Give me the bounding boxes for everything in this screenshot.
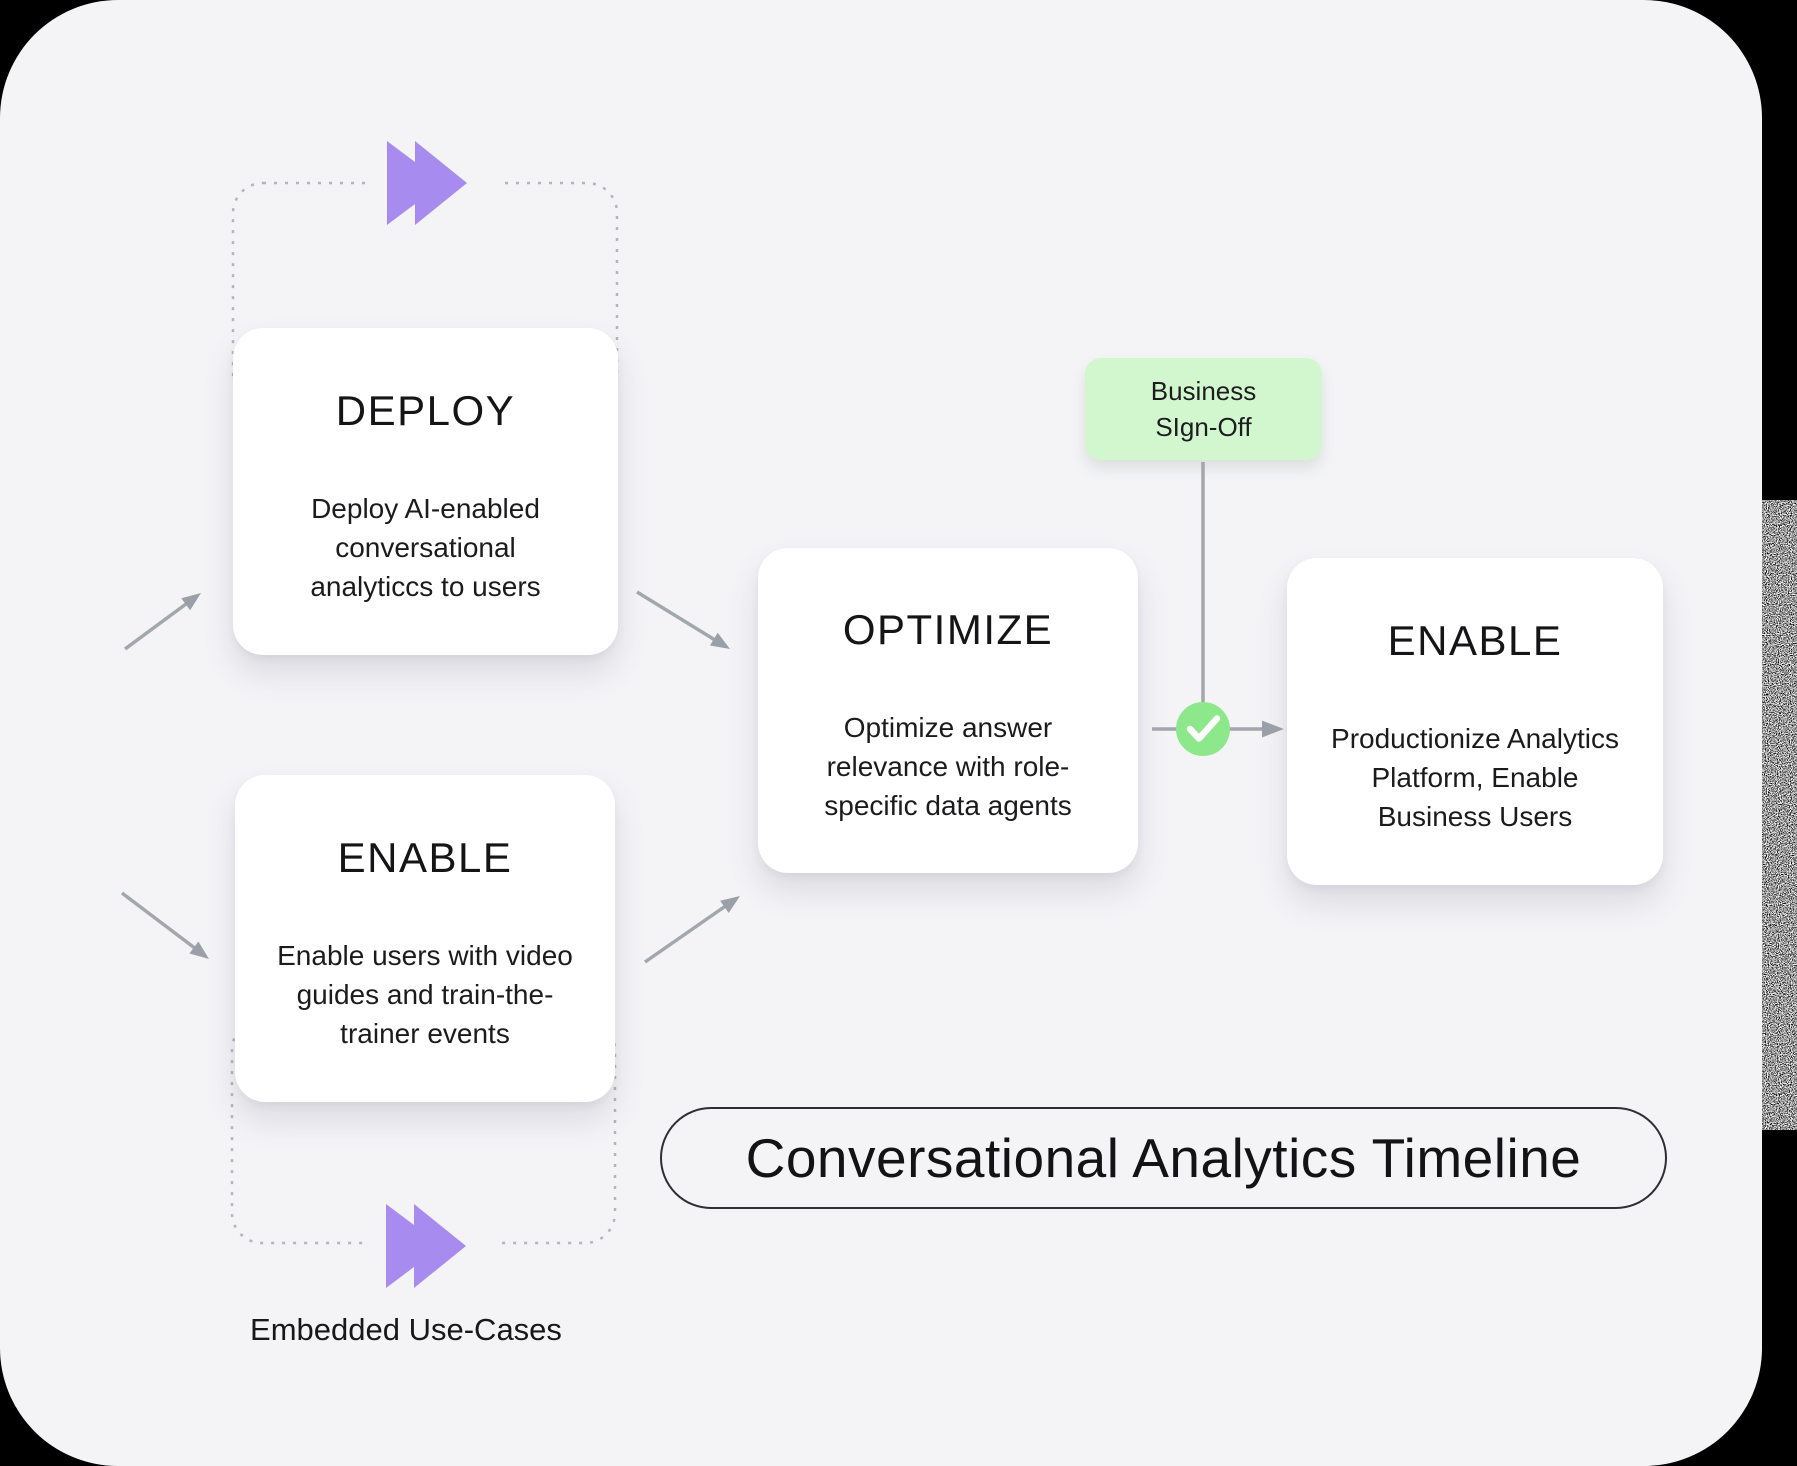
embedded-use-cases-label: Embedded Use-Cases [250, 1312, 562, 1347]
stage-description: Optimize answer relevance with role- spe… [824, 712, 1072, 821]
stage-card-enable: ENABLE Enable users with video guides an… [235, 775, 615, 1102]
fast-forward-icon [387, 141, 467, 225]
stage-description: Productionize Analytics Platform, Enable… [1331, 723, 1619, 832]
noise-texture [1762, 500, 1797, 1130]
fast-forward-icon [386, 1204, 466, 1288]
business-sign-off-box: Business SIgn-Off [1085, 358, 1322, 460]
stage-title: ENABLE [337, 834, 513, 881]
stage-title: OPTIMIZE [842, 606, 1054, 653]
timeline-title: Conversational Analytics Timeline [745, 1127, 1582, 1189]
stage-card-optimize: OPTIMIZE Optimize answer relevance with … [758, 548, 1138, 873]
stage-title: ENABLE [1387, 617, 1563, 664]
stage-description: Enable users with video guides and train… [277, 940, 573, 1049]
timeline-title-pill: Conversational Analytics Timeline [660, 1107, 1667, 1209]
stage-card-enable-final: ENABLE Productionize Analytics Platform,… [1287, 558, 1663, 885]
business-sign-off-label: Business SIgn-Off [1150, 376, 1257, 442]
stage-description: Deploy AI-enabled conversational analyti… [310, 493, 541, 602]
stage-title: DEPLOY [335, 387, 516, 434]
stage-card-deploy: DEPLOY Deploy AI-enabled conversational … [233, 328, 618, 655]
